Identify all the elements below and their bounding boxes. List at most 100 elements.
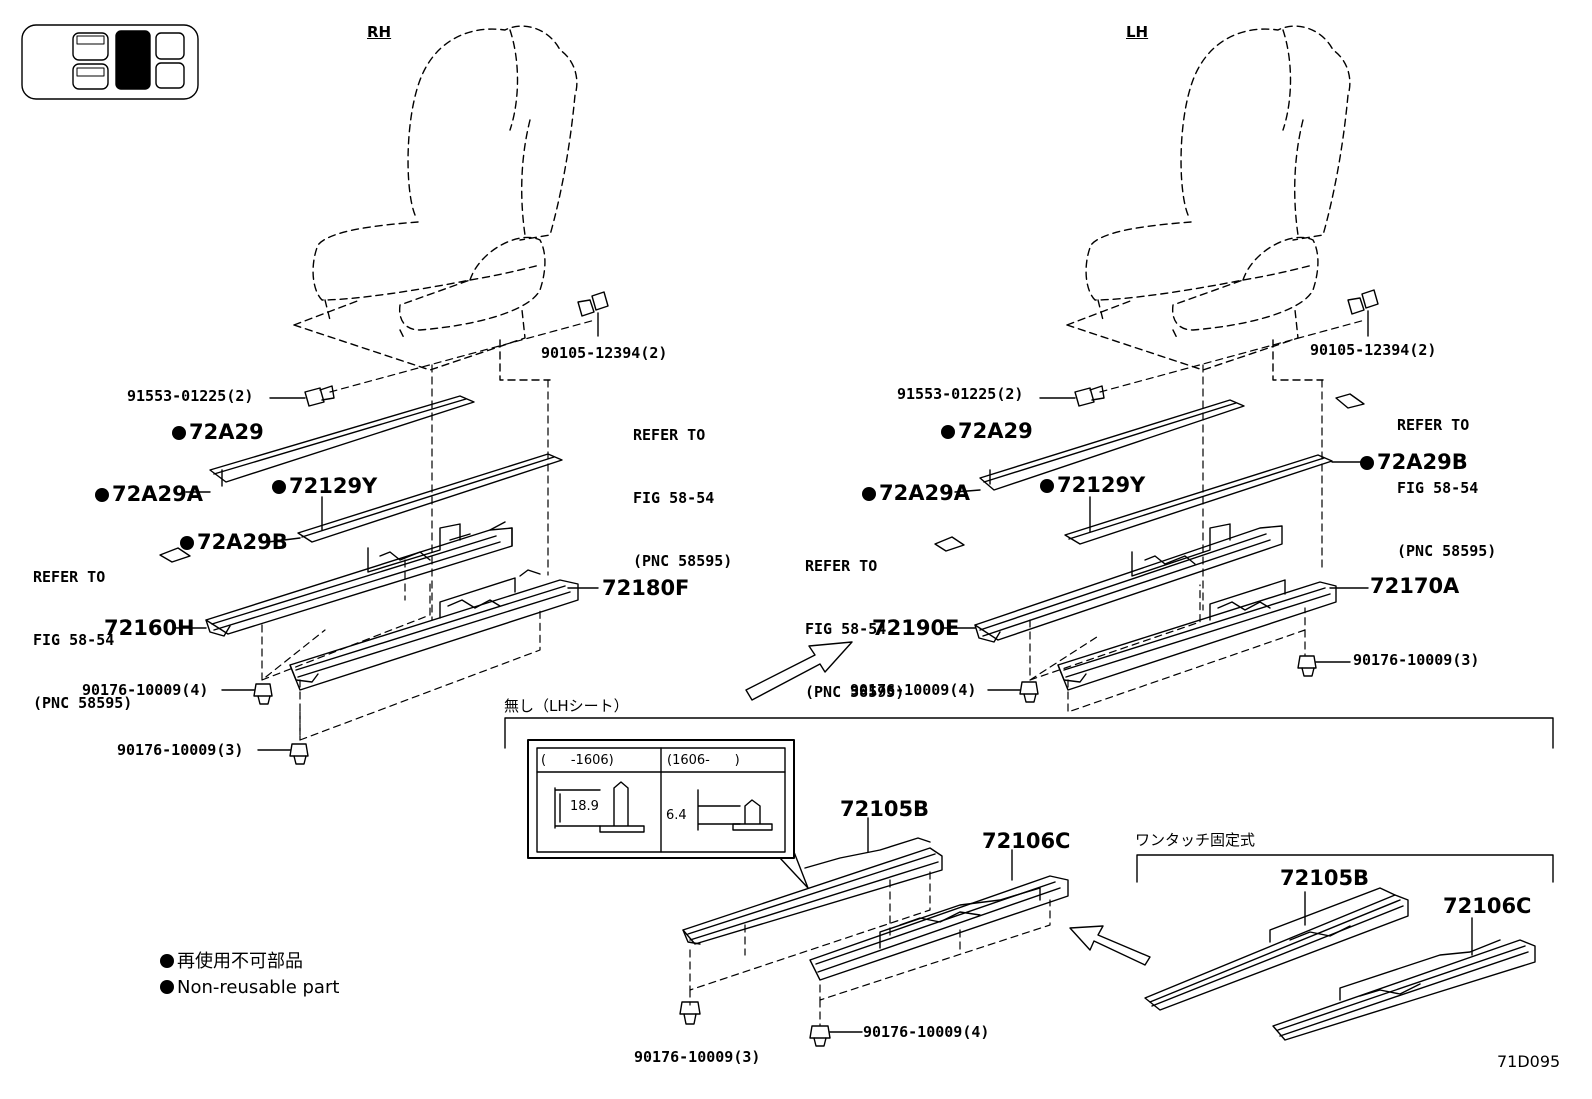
lh-strip-72A29 — [979, 399, 1245, 491]
refer-note-rh: REFER TO FIG 58-54 (PNC 58595) — [633, 383, 732, 593]
part-label-72106C[interactable]: 72106C — [982, 829, 1071, 853]
one-touch-rail-72105B — [1144, 887, 1409, 1011]
side-label-lh: LH — [1126, 23, 1149, 41]
part-label-clip-lower-3[interactable]: 90176-10009(3) — [634, 1048, 761, 1066]
part-label-72106C-one-touch[interactable]: 72106C — [1443, 894, 1532, 918]
direction-arrow-icon — [745, 641, 853, 701]
lh-guide-lines — [1029, 319, 1366, 713]
lh-seat-phantom — [1066, 25, 1351, 381]
part-label-72A29A-rh[interactable]: 72A29A — [95, 482, 203, 506]
part-number: 72A29B — [1377, 450, 1468, 474]
refer-note-lh-2: REFER TO FIG 58-54 (PNC 58595) — [805, 514, 904, 724]
non-reusable-dot-icon — [272, 480, 286, 494]
rh-rail-72180F — [289, 569, 579, 691]
refer-line-3: (PNC 58595) — [1397, 542, 1497, 560]
part-number: 72A29A — [879, 481, 970, 505]
part-label-clip-rh-4[interactable]: 90176-10009(4) — [82, 681, 209, 699]
refer-line-3: (PNC 58595) — [33, 694, 133, 712]
detail-box — [527, 739, 809, 889]
rh-strip-72129Y — [297, 453, 563, 543]
non-reusable-dot-icon — [1040, 479, 1054, 493]
section-title-one-touch: ワンタッチ固定式 — [1135, 831, 1256, 849]
part-label-72A29A-lh[interactable]: 72A29A — [862, 481, 970, 505]
lh-clip-icon-2 — [1297, 655, 1351, 677]
one-touch-rail-72106C — [1272, 939, 1536, 1041]
non-reusable-dot-icon — [1360, 456, 1374, 470]
lh-strip-72A29B — [1064, 454, 1333, 545]
lh-rail-72170A — [1057, 579, 1337, 691]
direction-arrow-icon-2 — [1069, 925, 1151, 966]
part-label-clip-rh-3[interactable]: 90176-10009(3) — [117, 741, 244, 759]
figure-code: 71D095 — [1497, 1052, 1561, 1071]
one-touch-bracket — [1136, 854, 1554, 883]
refer-line-2: FIG 58-54 — [633, 489, 715, 507]
part-label-72A29-rh[interactable]: 72A29 — [172, 420, 264, 444]
refer-line-3: (PNC 58595) — [633, 552, 733, 570]
rh-clip-icon-2 — [257, 743, 309, 765]
part-number: 72129Y — [289, 474, 378, 498]
part-label-72A29B-rh[interactable]: 72A29B — [180, 530, 288, 554]
legend-text: 再使用不可部品 — [177, 951, 303, 972]
part-label-90105-lh[interactable]: 90105-12394(2) — [1310, 341, 1437, 359]
part-label-91553-rh[interactable]: 91553-01225(2) — [127, 387, 254, 405]
non-reusable-dot-icon — [862, 487, 876, 501]
refer-line-1: REFER TO — [633, 426, 706, 444]
rh-rail-72160H — [205, 521, 513, 637]
rh-bolt-90105-icon — [577, 291, 609, 337]
lh-bolt-91553-icon — [1039, 385, 1105, 407]
part-number: 72A29 — [958, 419, 1033, 443]
rh-bolt-91553-icon — [269, 385, 335, 407]
non-reusable-dot-icon — [941, 425, 955, 439]
rh-refer-plate-icon — [159, 547, 191, 563]
part-label-72105B[interactable]: 72105B — [840, 797, 930, 821]
part-label-72129Y-lh[interactable]: 72129Y — [1040, 473, 1145, 497]
legend-text: Non-reusable part — [177, 977, 340, 998]
part-label-90105-rh[interactable]: 90105-12394(2) — [541, 344, 668, 362]
lh-refer-plate-icon-2 — [1335, 393, 1365, 409]
non-reusable-dot-icon — [172, 426, 186, 440]
lower-clip-icon-2 — [809, 1025, 863, 1047]
rh-seat-phantom — [293, 25, 578, 381]
part-label-72A29B-lh[interactable]: 72A29B — [1360, 450, 1468, 474]
lh-rail-72190E — [974, 523, 1283, 643]
refer-line-2: FIG 58-54 — [33, 631, 115, 649]
detail-dimension-2: 6.4 — [666, 808, 687, 823]
refer-line-1: REFER TO — [805, 557, 878, 575]
part-label-clip-lh-3[interactable]: 90176-10009(3) — [1353, 651, 1480, 669]
part-label-91553-lh[interactable]: 91553-01225(2) — [897, 385, 1024, 403]
part-label-72170A[interactable]: 72170A — [1370, 574, 1460, 598]
lower-clip-icon — [679, 1001, 701, 1025]
part-label-72160H[interactable]: 72160H — [104, 616, 195, 640]
rail-72106C — [809, 875, 1069, 981]
part-label-72129Y-rh[interactable]: 72129Y — [272, 474, 377, 498]
lh-refer-plate-icon — [934, 536, 965, 552]
part-number: 72129Y — [1057, 473, 1146, 497]
rh-guide-lines — [261, 319, 596, 741]
refer-note-lh: REFER TO FIG 58-54 (PNC 58595) — [1397, 373, 1496, 583]
part-label-clip-lower-4[interactable]: 90176-10009(4) — [863, 1023, 990, 1041]
detail-col1-header: ( -1606) — [541, 753, 614, 768]
part-label-72180F[interactable]: 72180F — [602, 576, 690, 600]
lower-guide-lines — [689, 869, 1051, 1026]
refer-line-2: FIG 58-54 — [1397, 479, 1479, 497]
lh-bolt-90105-icon — [1347, 289, 1379, 337]
rh-leader-lines — [185, 469, 323, 543]
section-title-no-lh-seat: 無し（LHシート） — [504, 697, 629, 715]
legend-non-reusable-jp: 再使用不可部品 — [160, 950, 303, 974]
rh-clip-icon — [221, 683, 273, 705]
part-label-72105B-one-touch[interactable]: 72105B — [1280, 866, 1370, 890]
lh-leader-lines — [954, 461, 1361, 533]
refer-line-2: FIG 58-54 — [805, 620, 887, 638]
part-label-72A29-lh[interactable]: 72A29 — [941, 419, 1033, 443]
refer-note-rh-2: REFER TO FIG 58-54 (PNC 58595) — [33, 525, 132, 735]
part-number: 72A29 — [189, 420, 264, 444]
refer-line-3: (PNC 58595) — [805, 683, 905, 701]
one-touch-leader-lines — [1304, 891, 1473, 956]
side-label-rh: RH — [367, 23, 392, 41]
part-label-72190E[interactable]: 72190E — [872, 616, 960, 640]
lower-leader-lines — [867, 817, 1013, 881]
detail-dimension-1: 18.9 — [570, 799, 599, 814]
refer-line-1: REFER TO — [33, 568, 106, 586]
part-label-clip-lh-4[interactable]: 90176-10009(4) — [850, 681, 977, 699]
